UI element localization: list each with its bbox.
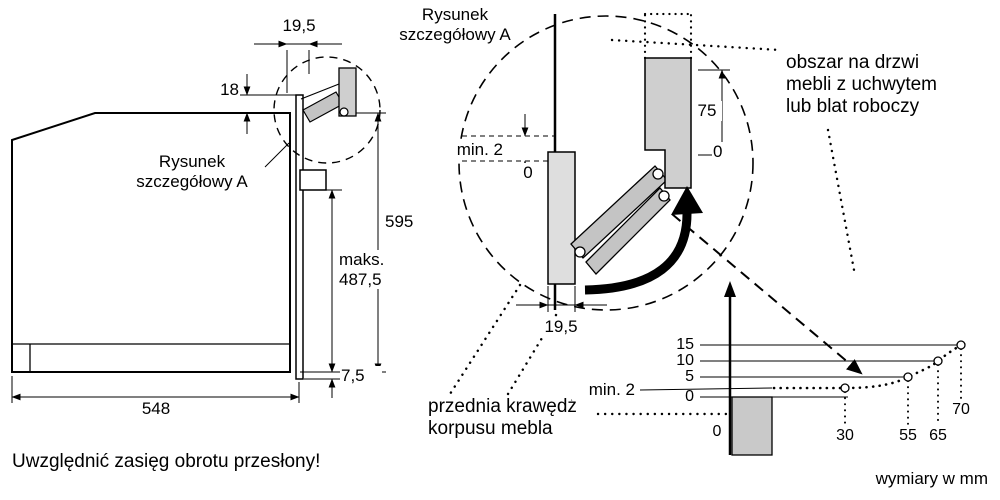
oven-dimensions bbox=[11, 40, 386, 403]
chart-y-label-5: 5 bbox=[685, 368, 694, 385]
dim-door-thickness-detail: 19,5 bbox=[528, 317, 594, 337]
dim-door-travel: 75 bbox=[692, 101, 722, 121]
chart-x-label-70: 70 bbox=[952, 401, 970, 418]
hinge-pivot bbox=[339, 107, 349, 117]
chart-x-label-30: 30 bbox=[836, 427, 854, 444]
dim-bottom-gap: 7,5 bbox=[340, 366, 382, 386]
detail-view bbox=[458, 12, 754, 311]
hinge-arm bbox=[302, 91, 344, 123]
dotted-leader-edge-1 bbox=[448, 283, 522, 396]
area-note-line3: lub blat roboczy bbox=[786, 95, 920, 117]
dim-zero-front: 0 bbox=[516, 163, 540, 183]
hinge-arm-lower bbox=[585, 187, 671, 275]
area-note-line2: mebli z uchwytem bbox=[786, 73, 937, 95]
detail-ref-left: Rysunek szczegółowy A bbox=[112, 152, 272, 191]
detail-ref-left-line2: szczegółowy A bbox=[136, 171, 248, 191]
area-note-line1: obszar na drzwi bbox=[786, 52, 920, 73]
clearance-curve bbox=[772, 343, 963, 390]
oven-side-view bbox=[11, 56, 381, 380]
oven-handle bbox=[299, 169, 327, 191]
detail-a-circle bbox=[273, 56, 381, 164]
swing-range-note: Uwzględnić zasięg obrotu przesłony! bbox=[12, 451, 321, 472]
units-note: wymiary w mm bbox=[875, 469, 988, 488]
chart-point-markers bbox=[840, 340, 966, 393]
front-edge-note-line1: przednia krawędź bbox=[428, 396, 577, 417]
chart-min2-label: min. 2 bbox=[572, 380, 636, 400]
detail-ref-top: Rysunek szczegółowy A bbox=[370, 5, 540, 44]
chart-y-label-10: 10 bbox=[676, 352, 694, 369]
dim-oven-height: 595 bbox=[384, 212, 432, 232]
chart-y-label-0: 0 bbox=[685, 388, 694, 405]
rotation-arrowhead bbox=[671, 186, 703, 215]
dim-top-offset: 18 bbox=[196, 80, 240, 100]
door-closed-panel bbox=[547, 151, 576, 285]
dim-max-extension-value: 487,5 bbox=[339, 269, 382, 289]
min2-leader bbox=[639, 387, 773, 391]
furniture-panel-bar bbox=[731, 396, 773, 456]
oven-door-front bbox=[295, 94, 304, 380]
dotted-leader-area-down bbox=[826, 128, 856, 272]
detail-boundary-circle bbox=[458, 15, 754, 311]
detail-ref-top-line2: szczegółowy A bbox=[399, 24, 511, 44]
dotted-leader-area-top bbox=[610, 38, 782, 52]
dim-oven-depth: 548 bbox=[112, 399, 200, 419]
rotation-arrow bbox=[584, 211, 692, 295]
chart-x-label-65: 65 bbox=[929, 427, 947, 444]
chart-y-label-15: 15 bbox=[676, 336, 694, 353]
hinge-bracket bbox=[338, 67, 357, 117]
dim-zero-top: 0 bbox=[712, 142, 736, 162]
pivot-2 bbox=[652, 168, 664, 180]
detail-ref-left-line1: Rysunek bbox=[158, 152, 226, 171]
detail-to-chart-dashed-arrow bbox=[671, 213, 863, 375]
up-arrowhead bbox=[724, 281, 736, 297]
pivot-3 bbox=[658, 190, 670, 202]
area-note: obszar na drzwi mebli z uchwytem lub bla… bbox=[786, 52, 991, 118]
dim-min-front-gap: min. 2 bbox=[436, 140, 504, 160]
front-edge-note-line2: korpusu mebla bbox=[428, 417, 553, 439]
chart-x-label-0: 0 bbox=[712, 423, 722, 440]
chart-gridlines bbox=[700, 344, 957, 398]
reference-lines bbox=[448, 38, 863, 416]
front-edge-note: przednia krawędź korpusu mebla bbox=[428, 396, 603, 440]
chart-droppers bbox=[844, 348, 962, 427]
dim-max-extension-word: maks. bbox=[339, 250, 385, 269]
detail-ref-top-line1: Rysunek bbox=[421, 5, 489, 24]
pivot-1 bbox=[574, 246, 586, 258]
dim-max-extension: maks. 487,5 bbox=[338, 250, 398, 290]
chart-x-label-55: 55 bbox=[899, 427, 917, 444]
door-open-extension-dotted bbox=[643, 12, 693, 60]
dim-door-thickness-top: 19,5 bbox=[266, 16, 332, 36]
